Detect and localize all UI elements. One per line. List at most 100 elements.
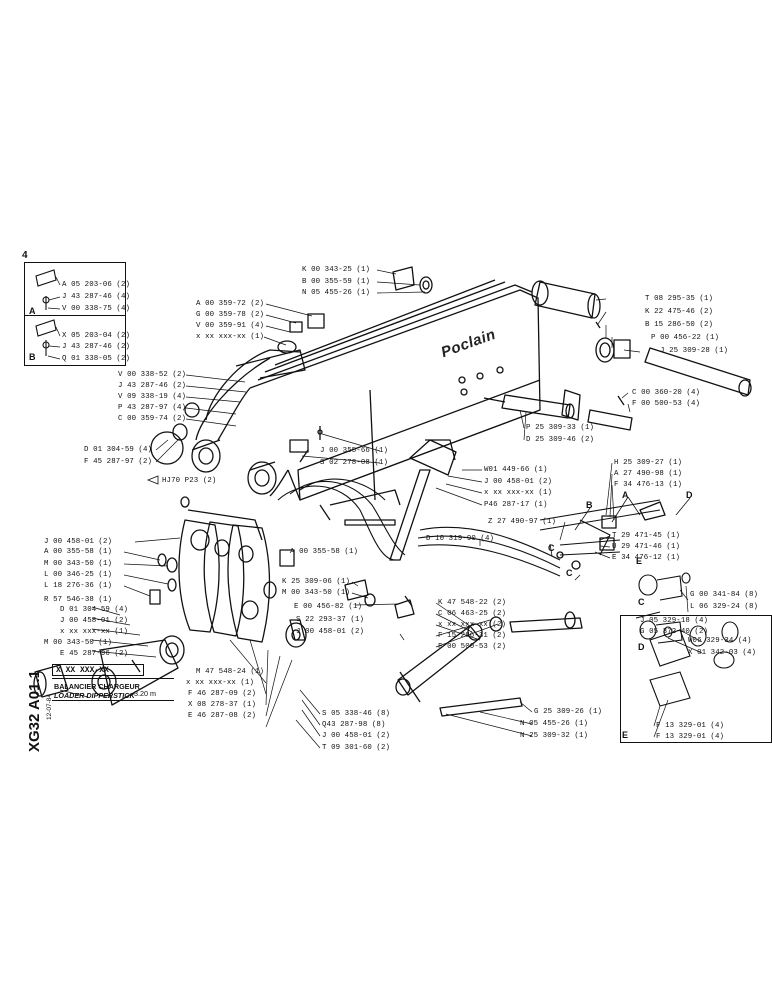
part-label: J 25 309-28 (1) [660,347,729,355]
part-label: J 00 458-01 (2) [44,538,113,546]
small-parts-left [149,402,200,605]
arm-length: 3.20 m [134,689,156,698]
part-label: U 29 471-46 (1) [612,543,681,551]
part-label: X 01 342-03 (4) [688,649,757,657]
callout-letter-e: E [636,556,643,566]
detail-letter-e: E [622,730,629,740]
part-label: L 18 276-36 (1) [44,582,113,590]
part-label: E 45 287-96 (2) [60,650,129,658]
link-side-plates [178,509,277,643]
part-label: B 00 355-59 (1) [302,278,371,286]
title-french: BALANCIER CHARGEUR [54,682,140,691]
part-label: N 05 455-26 (1) [302,289,371,297]
part-label: G 05 372-40 (2) [640,628,709,636]
part-label: M 00 343-50 (1) [44,560,113,568]
part-label: V 00 359-91 (4) [196,322,265,330]
part-label: J 05 329-18 (4) [640,617,709,625]
part-label: V 09 338-19 (4) [118,393,187,401]
part-label: A 27 490-98 (1) [614,470,683,478]
part-label: A 00 359-72 (2) [196,300,265,308]
part-label: J 00 355-66 (1) [320,447,389,455]
part-label: x xx xxx-xx (1) [484,489,553,497]
part-label: F 15 286-31 (2) [438,632,507,640]
part-label: D 10 319-90 (4) [426,535,495,543]
part-label: E 34 476-12 (1) [612,554,681,562]
part-label: HJ70 P23 (2) [162,477,217,485]
part-label: H 25 309-27 (1) [614,459,683,467]
part-label: V 00 338-75 (4) [62,305,131,313]
part-label: S 02 278-08 (1) [320,459,389,467]
part-label: N 25 309-32 (1) [520,732,589,740]
center-lower-parts [279,519,415,648]
part-label: C 06 463-25 (2) [438,610,507,618]
reference-arrows [146,475,691,581]
part-label: Q 01 338-05 (2) [62,355,131,363]
part-label: J 43 287-46 (4) [62,293,131,301]
part-label: F 34 476-13 (1) [614,481,683,489]
part-label: A 00 355-58 (1) [44,548,113,556]
part-label: P 00 456-22 (1) [651,334,720,342]
part-label: A 05 203-06 (2) [62,281,131,289]
part-label: J 00 458-01 (2) [60,617,129,625]
hydraulic-hoses [277,478,661,577]
part-code: X XX XXX-XX [52,664,144,676]
part-label: F 13 329-01 (4) [656,733,725,741]
part-label: W06 329-34 (4) [688,637,752,645]
connector-details [638,572,691,644]
part-label: M 00 343-50 (1) [282,589,351,597]
part-label: x xx xxx-xx (1) [60,628,129,636]
part-label: F 00 500-53 (4) [632,400,701,408]
part-label: T 29 471-45 (1) [612,532,681,540]
part-label: L 00 346-25 (1) [44,571,113,579]
detail-letter-d: D [638,642,645,652]
sheet-corner-number: 4 [22,250,28,261]
lower-link [33,635,185,706]
part-label: G 25 309-26 (1) [534,708,603,716]
callout-letter-d: D [686,490,693,500]
part-label: D 25 309-46 (2) [526,436,595,444]
part-label: J 00 458-01 (2) [322,732,391,740]
part-label: K 47 548-22 (2) [438,599,507,607]
part-label: x xx xxx-xx (2) [438,621,507,629]
callout-letter-c: C [548,543,555,553]
part-label: F 45 287-97 (2) [84,458,153,466]
part-label: M 00 343-50 (1) [44,639,113,647]
arm-pivot-bosses [191,439,277,495]
part-label: A 00 355-58 (1) [290,548,359,556]
part-label: V 00 338-52 (2) [118,371,187,379]
part-label: J 43 287-46 (2) [62,343,131,351]
part-label: J 00 458-01 (2) [296,628,365,636]
part-label: X 08 278-37 (1) [188,701,257,709]
part-label: G 00 341-84 (8) [690,591,759,599]
part-label: E 00 456-82 (1) [294,603,363,611]
part-label: P 43 287-97 (4) [118,404,187,412]
part-label: G 00 359-78 (2) [196,311,265,319]
callout-letter-b: B [586,500,593,510]
part-label: F 46 287-09 (2) [188,690,257,698]
inset-letter-a: A [29,306,36,316]
part-label: S 22 293-37 (1) [296,616,365,624]
part-label: F 13 329-01 (4) [656,722,725,730]
title-block: X XX XXX-XX BALANCIER CHARGEUR LOADER DI… [52,664,174,754]
dipperstick-arm [195,279,541,501]
part-label: M 47 548-24 (1) [196,668,265,676]
long-pin-top [531,280,752,397]
doc-code: XG32 A01.1 [26,670,43,752]
part-label: N 05 455-26 (1) [520,720,589,728]
inset-letter-b: B [29,352,36,362]
callout-letter-a: A [622,490,629,500]
part-label: X 05 203-04 (2) [62,332,131,340]
vertical-doc-code: XG32 A01.1 12-07-84 [26,660,53,752]
part-label: T 08 295-35 (1) [645,295,714,303]
part-label: E 46 287-08 (2) [188,712,257,720]
bucket-linkage [289,426,457,561]
part-label: C 00 360-20 (4) [632,389,701,397]
part-label: B 15 286-50 (2) [645,321,714,329]
callout-letter-c-2: C [566,568,573,578]
detail-letter-c: C [638,597,645,607]
inset-ab-box [24,262,126,366]
part-label: x xx xxx-xx (1) [186,679,255,687]
part-label: D 01 304-59 (4) [84,446,153,454]
